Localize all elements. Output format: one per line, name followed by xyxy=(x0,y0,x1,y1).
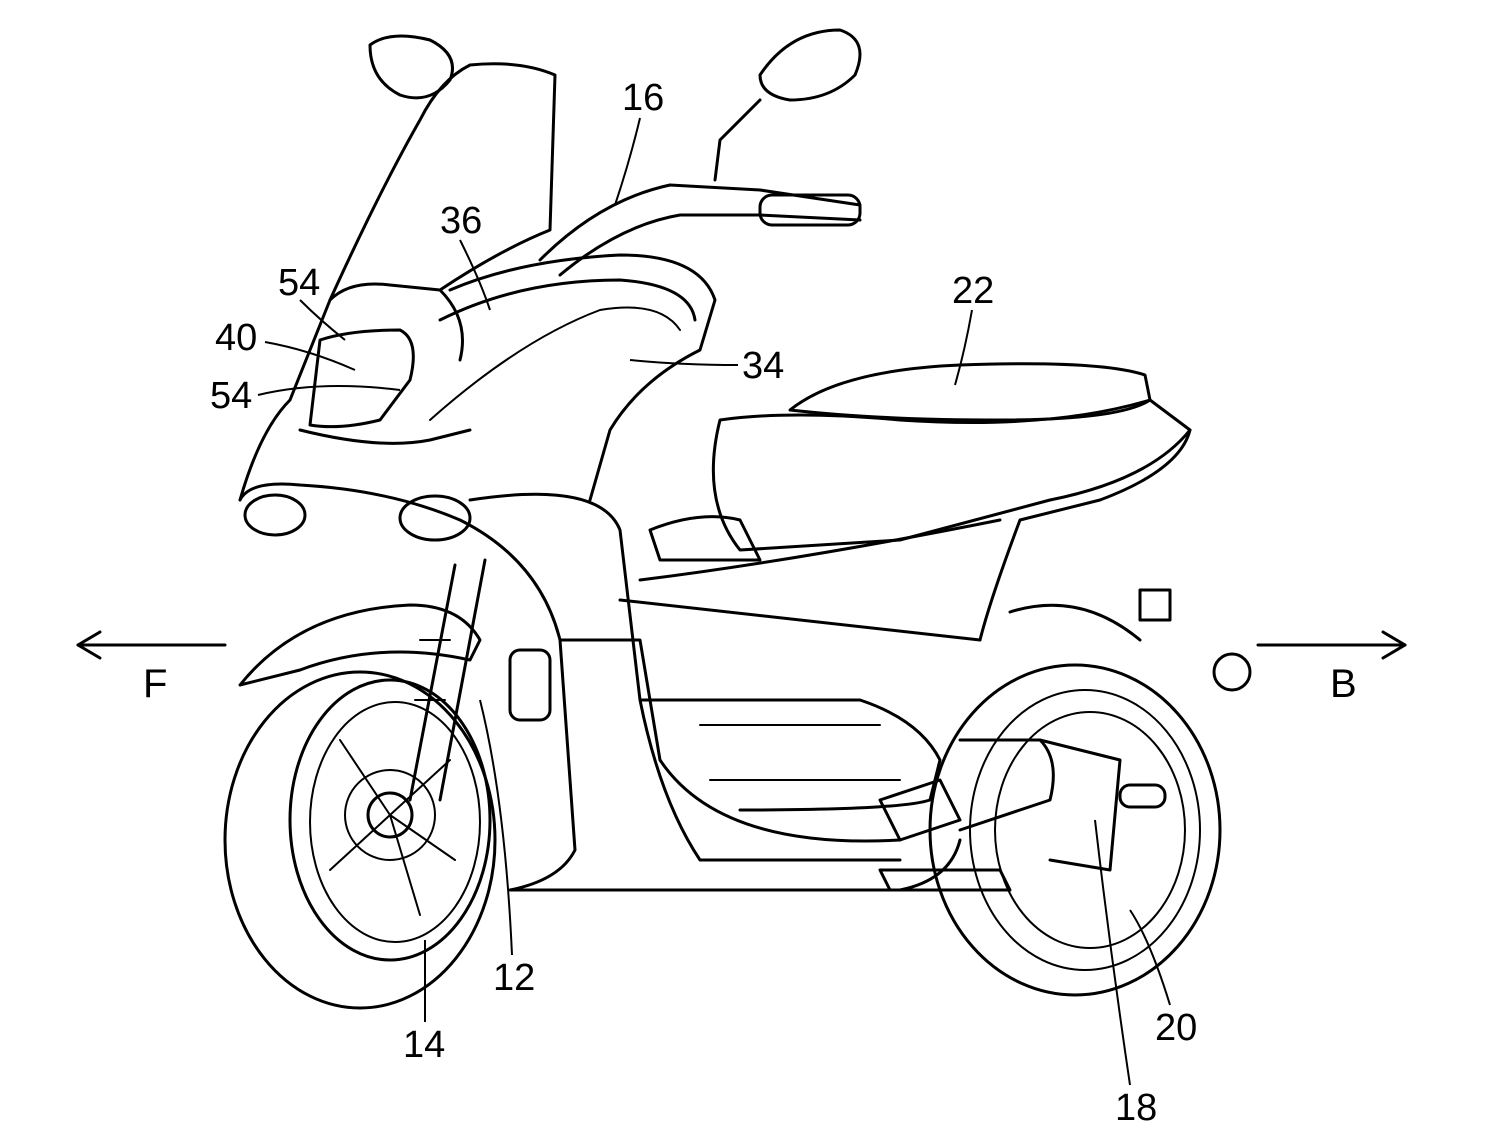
reference-18: 18 xyxy=(1094,819,1157,1129)
reference-14: 14 xyxy=(403,940,445,1066)
label-40: 40 xyxy=(215,317,257,359)
front-cowl xyxy=(238,282,472,542)
stand xyxy=(878,778,1012,892)
label-34: 34 xyxy=(742,345,784,387)
reference-36: 36 xyxy=(440,200,491,311)
front-arrow: F xyxy=(76,630,227,706)
rear-body xyxy=(618,428,1252,692)
headlight xyxy=(308,328,415,429)
label-14: 14 xyxy=(403,1024,445,1066)
seat xyxy=(648,362,1192,562)
reference-54-lower: 54 xyxy=(210,375,401,417)
label-54-upper: 54 xyxy=(278,262,320,304)
reference-12: 12 xyxy=(479,699,535,999)
label-12: 12 xyxy=(493,957,535,999)
label-22: 22 xyxy=(952,270,994,312)
handlebar xyxy=(538,183,862,277)
swingarm xyxy=(958,738,1167,872)
back-direction-label: B xyxy=(1330,662,1357,706)
reference-22: 22 xyxy=(952,270,994,386)
reference-40: 40 xyxy=(215,317,356,371)
reference-34: 34 xyxy=(629,345,784,387)
front-direction-label: F xyxy=(143,662,167,706)
label-54-lower: 54 xyxy=(210,375,252,417)
rear-wheel xyxy=(928,603,1222,997)
reference-54-upper: 54 xyxy=(278,262,346,341)
front-wheel xyxy=(223,670,497,1010)
label-16: 16 xyxy=(622,77,664,119)
label-20: 20 xyxy=(1155,1007,1197,1049)
right-mirror xyxy=(713,28,862,182)
front-cover xyxy=(429,253,717,502)
reference-16: 16 xyxy=(614,77,664,206)
reference-20: 20 xyxy=(1129,909,1197,1049)
label-36: 36 xyxy=(440,200,482,242)
left-mirror xyxy=(368,34,454,100)
windscreen xyxy=(328,62,557,302)
label-18: 18 xyxy=(1115,1087,1157,1129)
back-arrow: B xyxy=(1256,630,1407,706)
front-fender xyxy=(238,603,482,687)
front-fork xyxy=(408,558,487,802)
